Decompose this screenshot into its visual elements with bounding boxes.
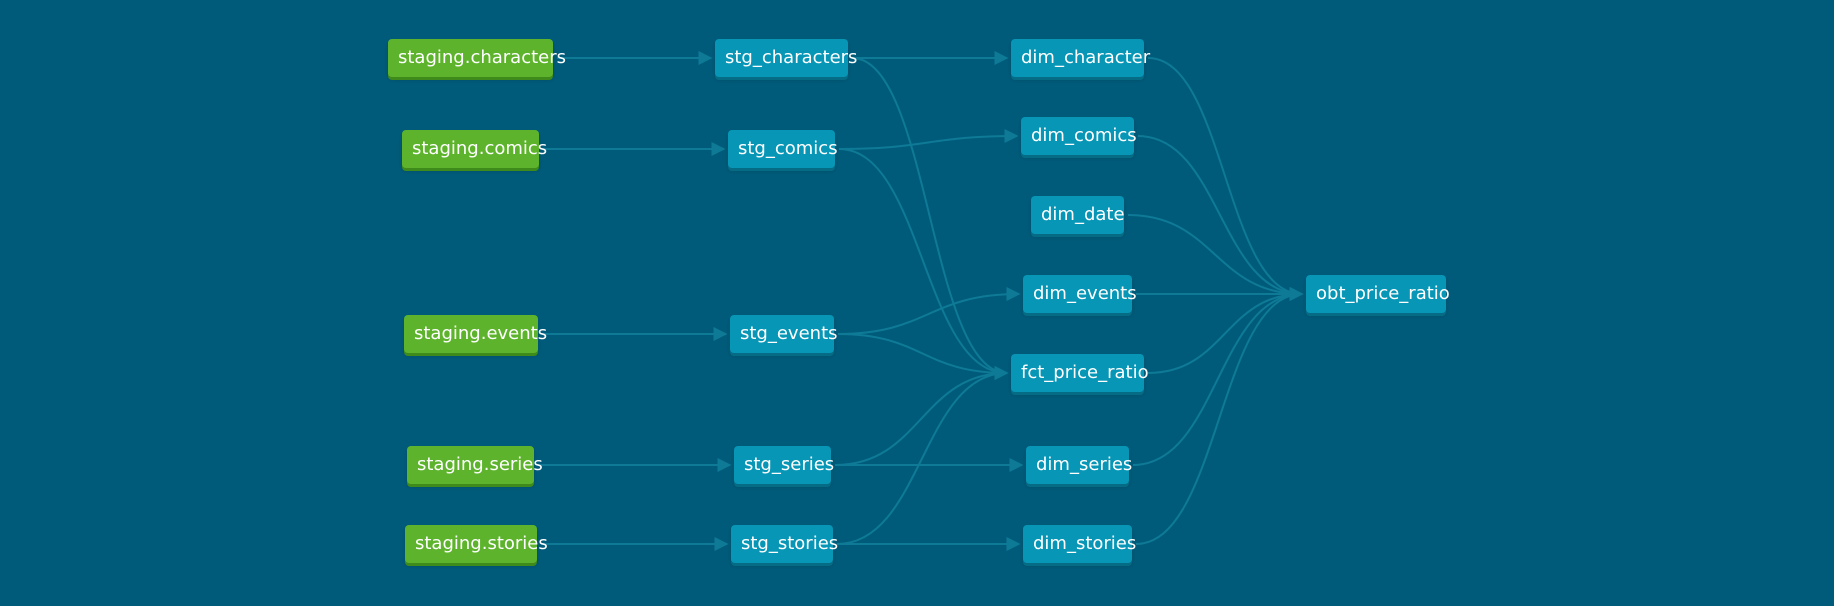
model-node-stg-events[interactable]: stg_events (730, 315, 838, 353)
source-node-staging-characters[interactable]: staging.characters (388, 39, 566, 77)
edge-stg_events-to-fct_price_ratio (837, 333, 1009, 380)
edge-stg_characters-to-fct_price_ratio (851, 57, 1009, 380)
edge-dim_stories-to-obt_price_ratio (1135, 287, 1304, 545)
source-node-staging-comics[interactable]: staging.comics (402, 130, 547, 168)
source-node-staging-events[interactable]: staging.events (404, 315, 547, 353)
edge-stg_stories-to-fct_price_ratio (836, 366, 1009, 545)
edge-stg_comics-to-dim_comics (838, 129, 1019, 150)
model-node-dim-events[interactable]: dim_events (1023, 275, 1137, 313)
edge-dim_comics-to-obt_price_ratio (1137, 135, 1304, 301)
model-node-obt-price-ratio[interactable]: obt_price_ratio (1306, 275, 1450, 313)
model-node-stg-series[interactable]: stg_series (734, 446, 834, 484)
edge-stg_events-to-dim_events (837, 287, 1021, 335)
edge-stg_series-to-fct_price_ratio (834, 366, 1009, 466)
model-node-stg-comics[interactable]: stg_comics (728, 130, 838, 168)
edge-dim_series-to-obt_price_ratio (1132, 287, 1304, 466)
model-node-dim-series[interactable]: dim_series (1026, 446, 1132, 484)
model-node-stg-characters[interactable]: stg_characters (715, 39, 857, 77)
model-node-dim-stories[interactable]: dim_stories (1023, 525, 1136, 563)
edge-stg_comics-to-fct_price_ratio (838, 148, 1009, 380)
model-node-fct-price-ratio[interactable]: fct_price_ratio (1011, 354, 1149, 392)
edge-dim_date-to-obt_price_ratio (1127, 214, 1304, 301)
model-node-dim-character[interactable]: dim_character (1011, 39, 1150, 77)
source-node-staging-series[interactable]: staging.series (407, 446, 543, 484)
edge-dim_character-to-obt_price_ratio (1147, 57, 1304, 301)
model-node-dim-date[interactable]: dim_date (1031, 196, 1125, 234)
edge-fct_price_ratio-to-obt_price_ratio (1147, 287, 1304, 374)
source-node-staging-stories[interactable]: staging.stories (405, 525, 548, 563)
model-node-stg-stories[interactable]: stg_stories (731, 525, 838, 563)
model-node-dim-comics[interactable]: dim_comics (1021, 117, 1137, 155)
